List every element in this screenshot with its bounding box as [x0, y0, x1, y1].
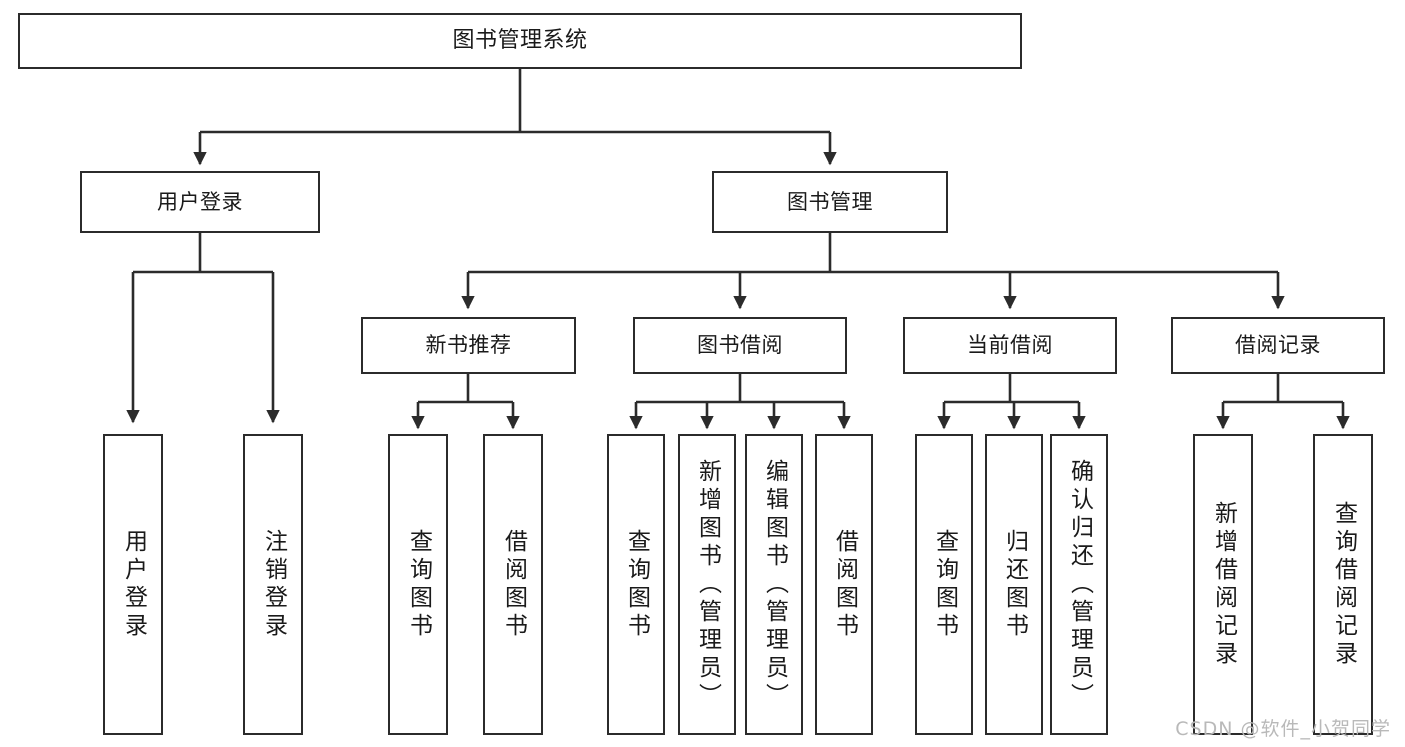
node-leaf-borrow-book-new[interactable]: 借阅图书 [483, 434, 543, 735]
node-current-borrow-label: 当前借阅 [967, 333, 1053, 358]
node-leaf-query-book-borrow-label: 查询图书 [623, 528, 650, 641]
node-leaf-query-book-current-label: 查询图书 [931, 528, 958, 641]
node-new-book-recommend-label: 新书推荐 [425, 333, 512, 358]
node-leaf-query-book-new[interactable]: 查询图书 [388, 434, 448, 735]
node-borrow-record[interactable]: 借阅记录 [1171, 317, 1385, 374]
node-leaf-edit-book-admin-label: 编辑图书（管理员） [761, 458, 788, 711]
node-leaf-add-borrow-record-label: 新增借阅记录 [1210, 500, 1237, 669]
node-root-label: 图书管理系统 [452, 28, 588, 54]
node-leaf-query-borrow-record-label: 查询借阅记录 [1330, 500, 1357, 669]
node-root[interactable]: 图书管理系统 [18, 13, 1022, 69]
node-leaf-add-borrow-record[interactable]: 新增借阅记录 [1193, 434, 1253, 735]
node-leaf-confirm-return-admin-label: 确认归还（管理员） [1066, 458, 1093, 711]
node-leaf-edit-book-admin[interactable]: 编辑图书（管理员） [745, 434, 803, 735]
node-book-borrow[interactable]: 图书借阅 [633, 317, 847, 374]
node-leaf-query-book-new-label: 查询图书 [405, 528, 432, 641]
node-leaf-user-login-label: 用户登录 [120, 528, 147, 641]
node-leaf-return-book-label: 归还图书 [1001, 528, 1028, 641]
node-book-management[interactable]: 图书管理 [712, 171, 948, 233]
node-leaf-confirm-return-admin[interactable]: 确认归还（管理员） [1050, 434, 1108, 735]
node-leaf-query-borrow-record[interactable]: 查询借阅记录 [1313, 434, 1373, 735]
node-leaf-borrow-book-label: 借阅图书 [831, 528, 858, 641]
csdn-watermark: CSDN @软件_小贺同学 [1175, 718, 1391, 740]
node-new-book-recommend[interactable]: 新书推荐 [361, 317, 576, 374]
node-leaf-logout[interactable]: 注销登录 [243, 434, 303, 735]
node-book-borrow-label: 图书借阅 [697, 333, 783, 358]
node-user-login-label: 用户登录 [157, 189, 243, 214]
node-user-login[interactable]: 用户登录 [80, 171, 320, 233]
node-book-management-label: 图书管理 [787, 189, 873, 214]
node-current-borrow[interactable]: 当前借阅 [903, 317, 1117, 374]
node-leaf-logout-label: 注销登录 [260, 528, 287, 641]
node-leaf-borrow-book[interactable]: 借阅图书 [815, 434, 873, 735]
node-borrow-record-label: 借阅记录 [1235, 333, 1321, 358]
node-leaf-query-book-borrow[interactable]: 查询图书 [607, 434, 665, 735]
node-leaf-query-book-current[interactable]: 查询图书 [915, 434, 973, 735]
node-leaf-add-book-admin-label: 新增图书（管理员） [694, 458, 721, 711]
node-leaf-user-login[interactable]: 用户登录 [103, 434, 163, 735]
node-leaf-add-book-admin[interactable]: 新增图书（管理员） [678, 434, 736, 735]
node-leaf-return-book[interactable]: 归还图书 [985, 434, 1043, 735]
node-leaf-borrow-book-new-label: 借阅图书 [500, 528, 527, 641]
